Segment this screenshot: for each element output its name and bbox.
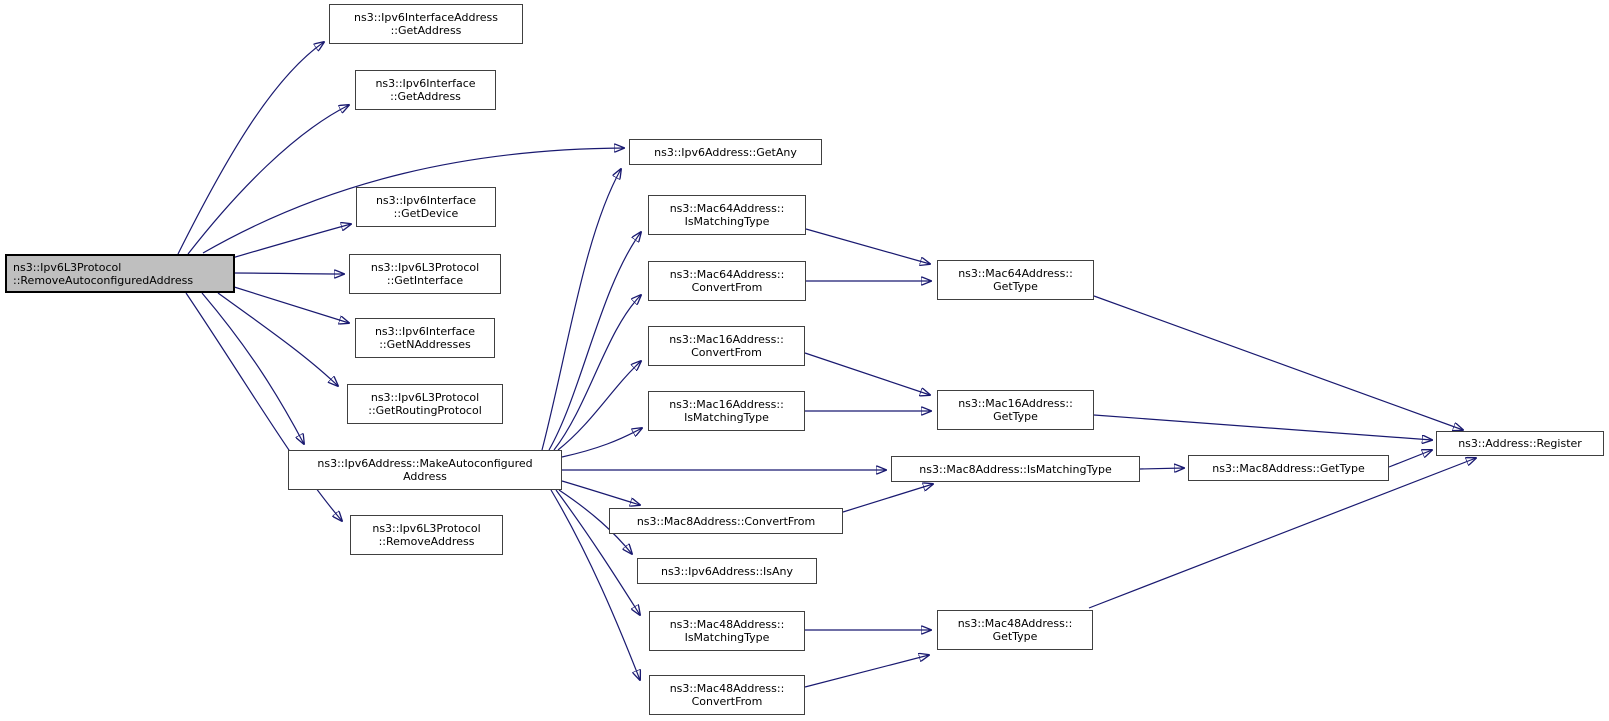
edge-make-autoconfigured--mac48-convert-from (550, 489, 640, 680)
edge-main--ipv6-l3-get-interface (233, 273, 344, 274)
edge-make-autoconfigured--mac64-convert-from (553, 295, 641, 451)
node-label: GetType (993, 410, 1038, 423)
node-remove-autoconfigured-address: ns3::Ipv6L3Protocol ::RemoveAutoconfigur… (5, 254, 235, 293)
node-ipv6-interface-get-address[interactable]: ns3::Ipv6Interface ::GetAddress (355, 70, 496, 110)
node-ipv6-l3-remove-address[interactable]: ns3::Ipv6L3Protocol ::RemoveAddress (350, 515, 503, 555)
node-label: ns3::Mac64Address:: (669, 268, 785, 281)
node-mac48-convert-from[interactable]: ns3::Mac48Address:: ConvertFrom (649, 675, 805, 715)
node-label: ns3::Address::Register (1458, 437, 1582, 450)
node-label: ns3::Mac16Address:: (669, 333, 784, 346)
node-label: ns3::Ipv6Interface (375, 77, 476, 90)
node-mac8-convert-from[interactable]: ns3::Mac8Address::ConvertFrom (609, 508, 843, 534)
edge-make-autoconfigured--mac48-is-matching-type (555, 489, 640, 615)
node-label: ns3::Mac48Address:: (669, 618, 785, 631)
edge-main--ipv6-l3-remove-address (185, 292, 342, 521)
node-label: ns3::Mac8Address::GetType (1212, 461, 1365, 475)
node-label: IsMatchingType (684, 215, 770, 228)
node-mac48-is-matching-type[interactable]: ns3::Mac48Address:: IsMatchingType (649, 611, 805, 651)
node-mac16-convert-from[interactable]: ns3::Mac16Address:: ConvertFrom (648, 326, 805, 366)
node-mac16-is-matching-type[interactable]: ns3::Mac16Address:: IsMatchingType (648, 391, 805, 431)
edge-main--make-autoconfigured-address (201, 292, 304, 444)
node-label: ns3::Mac16Address:: (958, 397, 1073, 410)
node-label: ns3::Ipv6InterfaceAddress (354, 11, 498, 24)
node-label: GetType (993, 280, 1038, 293)
node-label: ns3::Ipv6L3Protocol (372, 522, 481, 535)
edge-mac64-is-matching-type--mac64-get-type (805, 228, 930, 264)
node-label: ::GetInterface (386, 274, 464, 287)
node-label: ::GetAddress (390, 90, 461, 103)
node-mac8-is-matching-type[interactable]: ns3::Mac8Address::IsMatchingType (891, 456, 1140, 482)
node-ipv6-address-get-any[interactable]: ns3::Ipv6Address::GetAny (629, 139, 822, 165)
node-label: ns3::Mac8Address::IsMatchingType (919, 462, 1112, 476)
node-ipv6-l3-get-interface[interactable]: ns3::Ipv6L3Protocol ::GetInterface (349, 254, 501, 294)
node-label: ns3::Ipv6L3Protocol (13, 260, 122, 274)
node-label: ns3::Ipv6Interface (375, 194, 477, 207)
node-label: ns3::Ipv6L3Protocol (370, 261, 480, 274)
node-mac64-convert-from[interactable]: ns3::Mac64Address:: ConvertFrom (648, 261, 806, 301)
node-mac64-get-type[interactable]: ns3::Mac64Address:: GetType (937, 260, 1094, 300)
edge-main--ipv6-interface-address-get-address (177, 42, 324, 255)
node-label: ns3::Ipv6Address::GetAny (654, 145, 797, 159)
node-mac16-get-type[interactable]: ns3::Mac16Address:: GetType (937, 390, 1094, 430)
node-label: IsMatchingType (684, 631, 770, 644)
node-label: ns3::Ipv6Address::IsAny (660, 564, 794, 578)
node-mac48-get-type[interactable]: ns3::Mac48Address:: GetType (937, 610, 1093, 650)
node-label: ns3::Ipv6Address::MakeAutoconfigured (317, 457, 533, 470)
node-label: ns3::Mac64Address:: (669, 202, 785, 215)
node-label: ConvertFrom (691, 346, 762, 359)
node-label: ::RemoveAddress (378, 535, 475, 548)
edge-mac48-convert-from--mac48-get-type (804, 655, 929, 688)
node-mac64-is-matching-type[interactable]: ns3::Mac64Address:: IsMatchingType (648, 195, 806, 235)
node-ipv6-interface-get-n-addresses[interactable]: ns3::Ipv6Interface ::GetNAddresses (355, 318, 495, 358)
edge-make-autoconfigured--ipv6-address-is-any (558, 489, 632, 554)
edge-mac8-convert-from--mac8-is-matching-type (842, 484, 933, 513)
edge-main--ipv6-l3-get-routing-protocol (217, 292, 338, 386)
node-label: ::RemoveAutoconfiguredAddress (13, 273, 194, 287)
node-ipv6-interface-address-get-address[interactable]: ns3::Ipv6InterfaceAddress ::GetAddress (329, 4, 523, 44)
node-label: ConvertFrom (691, 281, 763, 294)
node-label: ns3::Mac8Address::ConvertFrom (636, 514, 816, 528)
edge-mac8-is-matching-type--mac8-get-type (1139, 468, 1184, 469)
edge-make-autoconfigured--get-any (541, 169, 621, 451)
node-label: IsMatchingType (684, 411, 769, 424)
node-label: ConvertFrom (691, 695, 763, 708)
edge-mac16-get-type--address-register (1093, 414, 1432, 440)
node-make-autoconfigured-address[interactable]: ns3::Ipv6Address::MakeAutoconfigured Add… (288, 450, 562, 490)
edge-make-autoconfigured--mac8-convert-from (561, 480, 640, 505)
edge-make-autoconfigured--mac16-is-matching-type (561, 428, 642, 458)
edge-main--ipv6-interface-get-device (231, 224, 351, 259)
edge-make-autoconfigured--mac16-convert-from (557, 361, 641, 451)
node-label: ::GetDevice (393, 207, 459, 220)
node-ipv6-interface-get-device[interactable]: ns3::Ipv6Interface ::GetDevice (356, 187, 496, 227)
node-label: ::GetNAddresses (379, 338, 471, 351)
node-label: ns3::Mac48Address:: (669, 682, 785, 695)
edge-mac8-get-type--address-register (1388, 450, 1432, 468)
node-label: Address (403, 470, 447, 483)
edge-mac16-convert-from--mac16-get-type (804, 352, 930, 395)
edge-mac48-get-type--address-register (1088, 458, 1476, 609)
node-label: ns3::Mac48Address:: (957, 617, 1073, 630)
node-label: ns3::Ipv6L3Protocol (370, 391, 480, 404)
edge-main--ipv6-interface-get-address (187, 105, 349, 255)
node-address-register[interactable]: ns3::Address::Register (1436, 431, 1604, 456)
edge-make-autoconfigured--mac64-is-matching-type (548, 232, 641, 451)
node-label: ns3::Mac16Address:: (669, 398, 784, 411)
node-label: GetType (992, 630, 1038, 643)
edge-mac64-get-type--address-register (1093, 295, 1463, 430)
node-label: ns3::Mac64Address:: (958, 267, 1073, 280)
node-ipv6-address-is-any[interactable]: ns3::Ipv6Address::IsAny (637, 558, 817, 584)
node-label: ::GetRoutingProtocol (368, 404, 482, 417)
edge-main--ipv6-address-get-any (202, 148, 624, 254)
node-mac8-get-type[interactable]: ns3::Mac8Address::GetType (1188, 455, 1389, 481)
edge-main--ipv6-interface-get-n-addresses (230, 285, 349, 323)
node-label: ns3::Ipv6Interface (374, 325, 476, 338)
node-label: ::GetAddress (390, 24, 462, 37)
node-ipv6-l3-get-routing-protocol[interactable]: ns3::Ipv6L3Protocol ::GetRoutingProtocol (347, 384, 503, 424)
